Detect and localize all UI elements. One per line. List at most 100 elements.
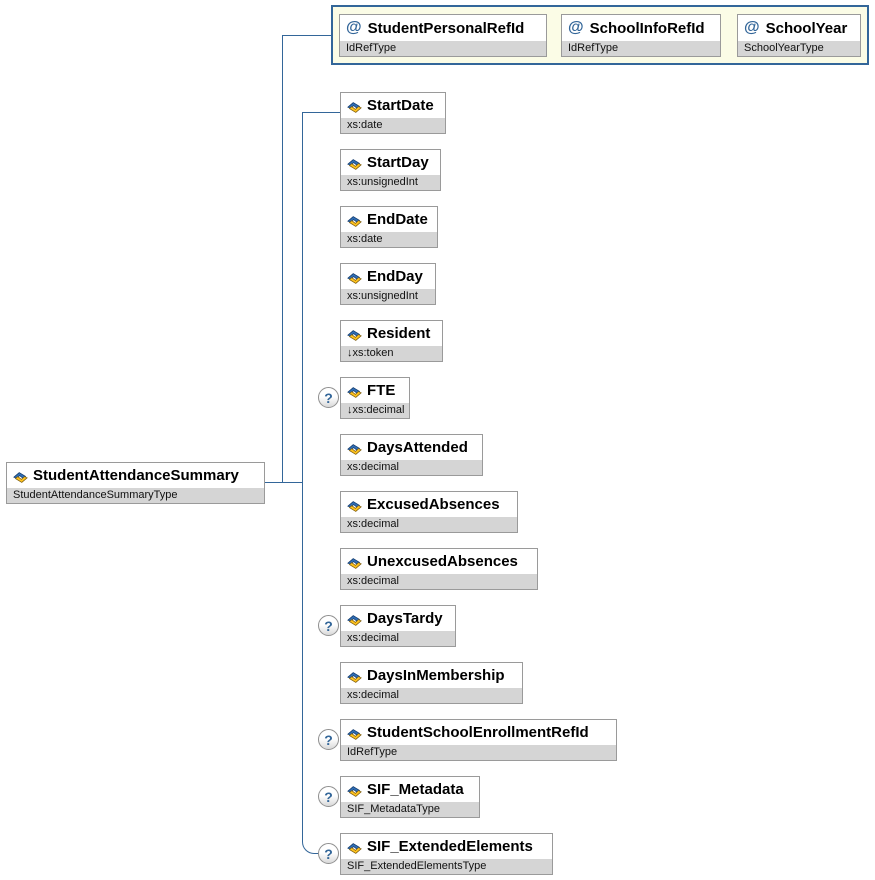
optional-marker-sif-metadata: ? bbox=[318, 786, 339, 807]
element-startdate[interactable]: StartDate xs:date bbox=[340, 92, 446, 134]
optional-marker-fte: ? bbox=[318, 387, 339, 408]
element-daystardy[interactable]: DaysTardy xs:decimal bbox=[340, 605, 456, 647]
connector-root-horizontal bbox=[265, 482, 302, 483]
element-name: UnexcusedAbsences bbox=[367, 553, 518, 570]
element-startday[interactable]: StartDay xs:unsignedInt bbox=[340, 149, 441, 191]
element-type: xs:decimal bbox=[341, 460, 482, 475]
element-icon bbox=[347, 499, 362, 512]
element-icon bbox=[347, 841, 362, 854]
element-icon bbox=[347, 670, 362, 683]
at-sign-icon: @ bbox=[346, 19, 362, 36]
element-icon bbox=[347, 556, 362, 569]
element-sif-metadata[interactable]: SIF_Metadata SIF_MetadataType bbox=[340, 776, 480, 818]
element-name-row: StartDay bbox=[341, 150, 440, 175]
attribute-name-row: @ SchoolInfoRefId bbox=[562, 15, 720, 41]
element-enddate[interactable]: EndDate xs:date bbox=[340, 206, 438, 248]
element-type: xs:decimal bbox=[341, 688, 522, 703]
element-name: EndDay bbox=[367, 268, 423, 285]
element-name: StartDate bbox=[367, 97, 434, 114]
element-sif-extendedelements[interactable]: SIF_ExtendedElements SIF_ExtendedElement… bbox=[340, 833, 553, 875]
attribute-name: SchoolInfoRefId bbox=[589, 19, 705, 37]
element-icon bbox=[347, 784, 362, 797]
element-type: xs:unsignedInt bbox=[341, 175, 440, 190]
element-name: ExcusedAbsences bbox=[367, 496, 500, 513]
attribute-name: StudentPersonalRefId bbox=[367, 19, 525, 37]
connector-trunk-top-horizontal bbox=[302, 112, 340, 113]
element-name-row: DaysAttended bbox=[341, 435, 482, 460]
element-icon bbox=[13, 470, 28, 483]
element-name: DaysTardy bbox=[367, 610, 443, 627]
element-type: StudentAttendanceSummaryType bbox=[7, 488, 264, 503]
element-icon bbox=[347, 271, 362, 284]
optional-marker-studentschoolenrollmentrefid: ? bbox=[318, 729, 339, 750]
element-name: DaysInMembership bbox=[367, 667, 505, 684]
at-sign-icon: @ bbox=[744, 19, 760, 36]
element-endday[interactable]: EndDay xs:unsignedInt bbox=[340, 263, 436, 305]
element-name: DaysAttended bbox=[367, 439, 468, 456]
element-icon bbox=[347, 442, 362, 455]
element-studentattendancesummary-root[interactable]: StudentAttendanceSummary StudentAttendan… bbox=[6, 462, 265, 504]
element-resident[interactable]: Resident ↓xs:token bbox=[340, 320, 443, 362]
at-sign-icon: @ bbox=[568, 19, 584, 36]
element-studentschoolenrollmentrefid[interactable]: StudentSchoolEnrollmentRefId IdRefType bbox=[340, 719, 617, 761]
attribute-schoolyear[interactable]: @ SchoolYear SchoolYearType bbox=[737, 14, 861, 57]
element-type: SIF_MetadataType bbox=[341, 802, 479, 817]
element-icon bbox=[347, 727, 362, 740]
element-icon bbox=[347, 613, 362, 626]
attribute-name-row: @ SchoolYear bbox=[738, 15, 860, 41]
element-type: ↓xs:token bbox=[341, 346, 442, 361]
attribute-name: SchoolYear bbox=[765, 19, 848, 37]
element-name: EndDate bbox=[367, 211, 428, 228]
element-type: xs:unsignedInt bbox=[341, 289, 435, 304]
element-name-row: DaysInMembership bbox=[341, 663, 522, 688]
element-type: SIF_ExtendedElementsType bbox=[341, 859, 552, 874]
element-type: xs:date bbox=[341, 118, 445, 133]
element-type: xs:decimal bbox=[341, 574, 537, 589]
attribute-name-row: @ StudentPersonalRefId bbox=[340, 15, 546, 41]
element-name: StudentSchoolEnrollmentRefId bbox=[367, 724, 589, 741]
attribute-type: IdRefType bbox=[562, 41, 720, 56]
element-name-row: StudentSchoolEnrollmentRefId bbox=[341, 720, 616, 745]
element-type: IdRefType bbox=[341, 745, 616, 760]
element-daysinmembership[interactable]: DaysInMembership xs:decimal bbox=[340, 662, 523, 704]
element-name-row: FTE bbox=[341, 378, 409, 403]
element-type: xs:decimal bbox=[341, 631, 455, 646]
attribute-studentpersonalrefid[interactable]: @ StudentPersonalRefId IdRefType bbox=[339, 14, 547, 57]
element-type: xs:date bbox=[341, 232, 437, 247]
optional-marker-sif-extendedelements: ? bbox=[318, 843, 339, 864]
element-unexcusedabsences[interactable]: UnexcusedAbsences xs:decimal bbox=[340, 548, 538, 590]
element-icon bbox=[347, 328, 362, 341]
attribute-type: IdRefType bbox=[340, 41, 546, 56]
element-name: Resident bbox=[367, 325, 431, 342]
element-name: StudentAttendanceSummary bbox=[33, 467, 239, 484]
element-icon bbox=[347, 214, 362, 227]
element-icon bbox=[347, 157, 362, 170]
element-name: FTE bbox=[367, 382, 396, 399]
element-icon bbox=[347, 385, 362, 398]
element-type: xs:decimal bbox=[341, 517, 517, 532]
optional-marker-daystardy: ? bbox=[318, 615, 339, 636]
element-name-row: EndDate bbox=[341, 207, 437, 232]
attribute-type: SchoolYearType bbox=[738, 41, 860, 56]
attribute-schoolinforefid[interactable]: @ SchoolInfoRefId IdRefType bbox=[561, 14, 721, 57]
element-name-row: StudentAttendanceSummary bbox=[7, 463, 264, 488]
attributes-container: @ StudentPersonalRefId IdRefType @ Schoo… bbox=[331, 5, 869, 65]
element-name-row: DaysTardy bbox=[341, 606, 455, 631]
element-name-row: EndDay bbox=[341, 264, 435, 289]
element-name-row: ExcusedAbsences bbox=[341, 492, 517, 517]
element-name-row: UnexcusedAbsences bbox=[341, 549, 537, 574]
connector-children-trunk bbox=[302, 112, 320, 854]
element-type: ↓xs:decimal bbox=[341, 403, 409, 418]
element-name: SIF_ExtendedElements bbox=[367, 838, 533, 855]
element-name-row: StartDate bbox=[341, 93, 445, 118]
element-name: SIF_Metadata bbox=[367, 781, 464, 798]
element-daysattended[interactable]: DaysAttended xs:decimal bbox=[340, 434, 483, 476]
element-icon bbox=[347, 100, 362, 113]
element-name-row: SIF_ExtendedElements bbox=[341, 834, 552, 859]
element-excusedabsences[interactable]: ExcusedAbsences xs:decimal bbox=[340, 491, 518, 533]
element-name-row: Resident bbox=[341, 321, 442, 346]
element-name-row: SIF_Metadata bbox=[341, 777, 479, 802]
element-name: StartDay bbox=[367, 154, 429, 171]
element-fte[interactable]: FTE ↓xs:decimal bbox=[340, 377, 410, 419]
